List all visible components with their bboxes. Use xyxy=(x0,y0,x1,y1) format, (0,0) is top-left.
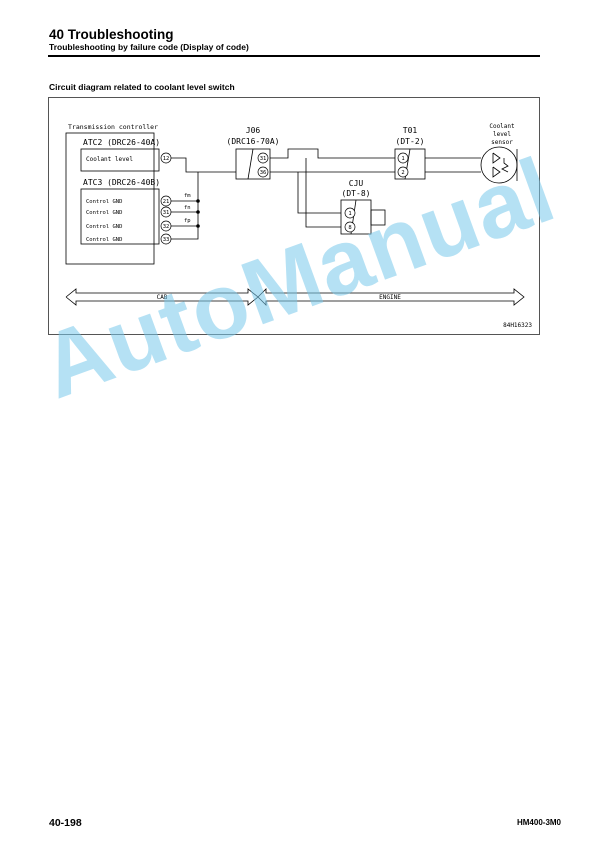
figure-code: 84H16323 xyxy=(503,322,532,329)
page-number: 40-198 xyxy=(49,817,82,829)
atc3-row-label: Control GND xyxy=(86,224,122,230)
atc3-connector-box xyxy=(80,188,160,245)
atc3-row-label: Control GND xyxy=(86,237,122,243)
atc3-pin-label: 31 xyxy=(163,210,170,216)
j06-pin-36 xyxy=(257,166,269,178)
section-heading: 40 Troubleshooting xyxy=(49,27,174,42)
atc3-pin-label: 32 xyxy=(163,224,170,230)
atc3-pin-32 xyxy=(160,220,172,232)
atc3-row-label: Control GND xyxy=(86,210,122,216)
diagram-caption: Circuit diagram related to coolant level… xyxy=(49,82,235,92)
sensor-label: Coolant xyxy=(489,123,515,130)
atc3-pin-21 xyxy=(160,195,172,207)
section-subheading: Troubleshooting by failure code (Display… xyxy=(49,42,249,52)
controller-label: Transmission controller xyxy=(68,123,158,131)
t01-pin-label: 2 xyxy=(401,170,404,176)
atc3-name: ATC3 (DRC26-40B) xyxy=(83,178,160,187)
zone-engine-label: ENGINE xyxy=(379,294,401,301)
j06-name: J06 xyxy=(246,126,261,135)
j06-pin-label: 31 xyxy=(260,156,267,162)
cju-name: CJU xyxy=(349,179,364,188)
atc3-row-label: Control GND xyxy=(86,199,122,205)
j06-pin-31 xyxy=(257,152,269,164)
j06-part: (DRC16-70A) xyxy=(227,137,280,146)
zone-cab-label: CAB xyxy=(157,294,168,301)
cju-pin-1 xyxy=(344,207,356,219)
t01-pin-2 xyxy=(397,166,409,178)
diagram-frame xyxy=(48,97,540,335)
controller-box xyxy=(65,132,155,265)
atc3-pin-label: 21 xyxy=(163,199,170,205)
wire-tag: fp xyxy=(184,218,191,224)
header-divider xyxy=(48,55,540,57)
cju-part: (DT-8) xyxy=(342,189,371,198)
t01-part: (DT-2) xyxy=(396,137,425,146)
model-code: HM400-3M0 xyxy=(516,818,561,827)
circuit-diagram: Transmission controller ATC2 (DRC26-40A)… xyxy=(65,123,532,329)
atc3-pin-31 xyxy=(160,206,172,218)
sensor-label: level xyxy=(493,131,511,138)
t01-name: T01 xyxy=(403,126,418,135)
sensor-label: sensor xyxy=(491,139,513,146)
cju-pin-label: 8 xyxy=(348,225,351,231)
wire-tag: fn xyxy=(184,205,191,211)
atc3-pin-33 xyxy=(160,233,172,245)
atc2-pin-label: 12 xyxy=(163,156,170,162)
t01-pin-1 xyxy=(397,152,409,164)
atc2-pin-12 xyxy=(160,152,172,164)
atc2-signal-label: Coolant level xyxy=(86,156,133,163)
cju-pin-label: 1 xyxy=(348,211,351,217)
atc2-connector-box xyxy=(80,148,160,172)
atc2-name: ATC2 (DRC26-40A) xyxy=(83,138,160,147)
j06-pin-label: 36 xyxy=(260,170,267,176)
t01-pin-label: 1 xyxy=(401,156,404,162)
cju-pin-8 xyxy=(344,221,356,233)
atc3-pin-label: 33 xyxy=(163,237,170,243)
wire-tag: fm xyxy=(184,193,191,199)
